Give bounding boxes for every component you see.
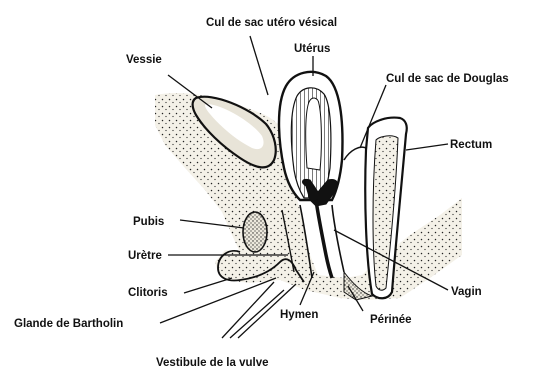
pubis-bone xyxy=(243,212,267,252)
label-uterus: Utérus xyxy=(294,43,330,55)
label-glande-bartholin: Glande de Bartholin xyxy=(14,318,123,330)
label-rectum: Rectum xyxy=(450,139,492,151)
label-cul-de-sac-utero-vesical: Cul de sac utéro vésical xyxy=(206,17,337,29)
douglas-pouch xyxy=(344,147,366,160)
label-vagin: Vagin xyxy=(451,286,482,298)
vagina-wall-right xyxy=(332,205,344,272)
leader-vestibule-1 xyxy=(222,282,274,338)
leader-cul-de-sac-utero-vesical xyxy=(250,36,268,95)
label-hymen: Hymen xyxy=(280,309,318,321)
leader-vestibule-2 xyxy=(230,290,284,338)
label-pubis: Pubis xyxy=(133,216,164,228)
vagina xyxy=(316,200,332,278)
label-cul-de-sac-douglas: Cul de sac de Douglas xyxy=(386,73,509,85)
leader-bartholin xyxy=(160,278,276,323)
leader-clitoris xyxy=(184,278,232,293)
label-perinee: Périnée xyxy=(370,314,412,326)
uterine-cavity xyxy=(306,98,322,170)
label-uretre: Urètre xyxy=(128,250,162,262)
label-vestibule-vulve: Vestibule de la vulve xyxy=(156,357,269,369)
leader-rectum xyxy=(406,144,448,150)
label-vessie: Vessie xyxy=(126,54,162,66)
label-clitoris: Clitoris xyxy=(128,287,168,299)
